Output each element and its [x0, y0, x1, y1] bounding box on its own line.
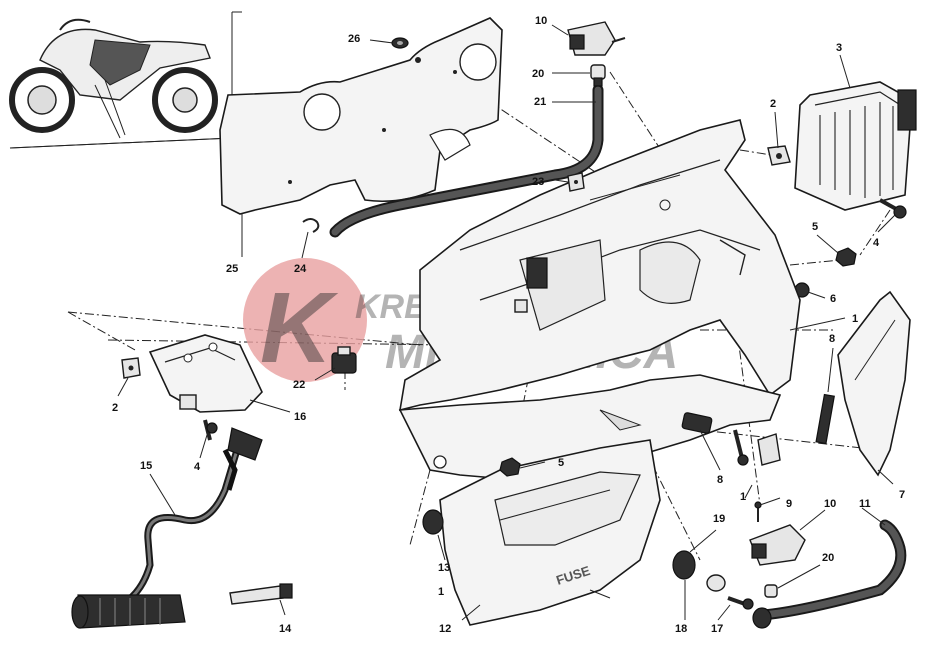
- callout-10-lower: 10: [824, 498, 836, 510]
- callout-12: 12: [439, 623, 451, 635]
- part-5-nut: [835, 247, 857, 267]
- part-8-rubber-strip: [815, 393, 835, 445]
- part-11-hose: [752, 519, 907, 629]
- part-14-sensor: [71, 583, 293, 629]
- callout-1-lower: 1: [740, 491, 746, 503]
- callout-13: 13: [438, 562, 450, 574]
- callout-20: 20: [532, 68, 544, 80]
- part-7-side-panel: [837, 290, 911, 477]
- part-2-speed-nut: [767, 145, 791, 166]
- part-2-speed-nut-left: [121, 357, 141, 379]
- callout-4-left: 4: [194, 461, 201, 473]
- part-1-lower-bracket: [398, 374, 782, 479]
- callout-23: 23: [532, 176, 544, 188]
- callout-21: 21: [534, 96, 546, 108]
- part-13-grommet: [422, 509, 444, 535]
- callout-15: 15: [140, 460, 152, 472]
- callout-26: 26: [348, 33, 360, 45]
- callout-11: 11: [859, 498, 871, 510]
- part-23-nut: [567, 172, 585, 192]
- part-10-sensor-lower: [749, 524, 806, 566]
- part-1-electrical-bracket: [399, 119, 801, 412]
- part-3-control-unit: [794, 81, 917, 211]
- callout-7: 7: [899, 489, 905, 501]
- callout-3: 3: [836, 42, 842, 54]
- part-12-fuse-cover: FUSE: [439, 439, 661, 626]
- part-19-bolt: [733, 429, 781, 466]
- motorcycle-thumbnail: [9, 11, 242, 149]
- callout-19: 19: [713, 513, 725, 525]
- part-24-clip: [302, 218, 320, 233]
- callout-17: 17: [711, 623, 723, 635]
- callout-2-left: 2: [112, 402, 118, 414]
- callout-9: 9: [786, 498, 792, 510]
- watermark-circle: [243, 258, 367, 382]
- part-8-pad: [681, 412, 713, 434]
- callout-8-lower: 8: [717, 474, 723, 486]
- callout-4: 4: [873, 237, 880, 249]
- part-16-cover: [148, 334, 263, 413]
- callout-10: 10: [535, 15, 547, 27]
- callout-1: 1: [852, 313, 858, 325]
- callout-5: 5: [812, 221, 818, 233]
- part-22-relay: [331, 346, 357, 374]
- part-25-heat-shield: [219, 17, 503, 215]
- callout-5-lower: 5: [558, 457, 564, 469]
- callout-22: 22: [293, 379, 305, 391]
- callout-18: 18: [675, 623, 687, 635]
- callout-20-lower: 20: [822, 552, 834, 564]
- watermark-letter: K: [260, 272, 339, 384]
- part-26-washer: [391, 37, 409, 49]
- part-20-connector: [590, 64, 606, 87]
- callout-1-bottom: 1: [438, 586, 444, 598]
- part-4-bolt: [879, 198, 907, 219]
- part-4-bolt-left: [203, 419, 218, 441]
- part-10-sensor: [567, 21, 626, 56]
- part-5-nut-lower: [499, 457, 521, 477]
- part-20-connector-lower: [764, 584, 778, 598]
- callout-6: 6: [830, 293, 836, 305]
- callout-2: 2: [770, 98, 776, 110]
- callout-16: 16: [294, 411, 306, 423]
- callout-14: 14: [279, 623, 292, 635]
- callout-24: 24: [294, 263, 307, 275]
- part-15-lead: [106, 427, 263, 614]
- callout-labels: 26 10 3 20 21 2 23 5 4 25 24 6 1 8 22 2 …: [112, 15, 905, 635]
- leader-lines: [117, 24, 896, 621]
- callout-8: 8: [829, 333, 835, 345]
- callout-25: 25: [226, 263, 238, 275]
- part-18-grommet: [672, 550, 726, 592]
- part-17-bolt: [727, 596, 754, 610]
- part-21-hose: [329, 84, 604, 238]
